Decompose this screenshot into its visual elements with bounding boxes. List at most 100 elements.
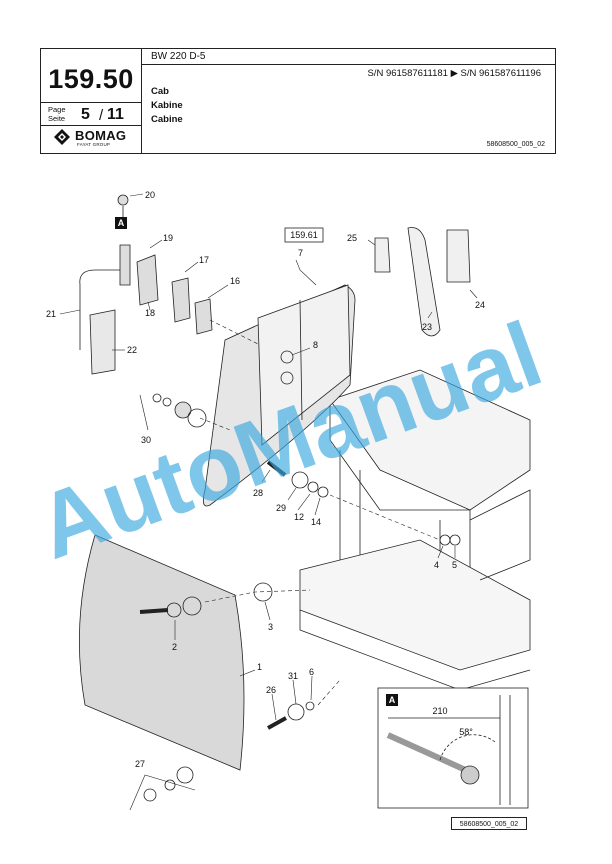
- doc-reference: 58608500_005_02: [486, 141, 545, 148]
- door-frame-bar: [299, 299, 303, 421]
- callout-4: 4: [434, 560, 439, 570]
- callout-numbers: 20 19 17 16 21 18 22 7 25 23 24 8 30 28 …: [46, 190, 485, 769]
- callout-25: 25: [347, 233, 357, 243]
- bolt-20: [117, 194, 129, 206]
- cap-14: [317, 486, 329, 498]
- washer-4: [439, 534, 451, 546]
- ref-box-label: 159.61: [290, 230, 318, 240]
- detail-post: [499, 695, 511, 805]
- header-divider-left-2: [41, 125, 141, 126]
- section-titles: Cab Kabine Cabine: [151, 85, 183, 127]
- plate-17: [171, 277, 191, 323]
- part-27b: [164, 779, 176, 791]
- callout-20: 20: [145, 190, 155, 200]
- stud-28: [266, 460, 287, 477]
- page-number: 159.50: [48, 64, 134, 94]
- callout-28: 28: [253, 488, 263, 498]
- title-en: Cab: [151, 86, 169, 97]
- spacer-12: [307, 481, 319, 493]
- callout-16: 16: [230, 276, 240, 286]
- callout-29: 29: [276, 503, 286, 513]
- hinge-block: [119, 244, 131, 286]
- callout-31: 31: [288, 671, 298, 681]
- cab-roof-edge: [329, 400, 470, 511]
- page-label-en: Page: [48, 105, 66, 114]
- callout-26: 26: [266, 685, 276, 695]
- page-label: Page Seite: [48, 105, 66, 123]
- callout-2: 2: [172, 642, 177, 652]
- callout-12: 12: [294, 512, 304, 522]
- callout-8: 8: [313, 340, 318, 350]
- brand-name: BOMAG: [75, 128, 127, 143]
- bottle-25: [374, 237, 391, 273]
- cap-6: [305, 701, 315, 711]
- grommet-upper: [280, 350, 294, 364]
- detail-hinge: [460, 765, 480, 785]
- nut-5: [449, 534, 461, 546]
- header-block: 159.50 Page Seite 5 / 11 BOMAG FAYAT GRO…: [40, 48, 556, 154]
- cab-roof: [329, 369, 531, 511]
- nut-30: [174, 401, 192, 419]
- bottle-24: [446, 229, 471, 283]
- part-27c: [176, 766, 194, 784]
- title-de: Kabine: [151, 100, 183, 111]
- callout-21: 21: [46, 309, 56, 319]
- washer-30a: [152, 393, 162, 403]
- callout-6: 6: [309, 667, 314, 677]
- callout-7: 7: [298, 248, 303, 258]
- callout-27: 27: [135, 759, 145, 769]
- callout-24: 24: [475, 300, 485, 310]
- frame-posts: [339, 450, 471, 640]
- serial-range: S/N 961587611181 ▶ S/N 961587611196: [367, 68, 541, 79]
- title-fr: Cabine: [151, 114, 183, 125]
- washer-2b: [182, 596, 202, 616]
- callout-14: 14: [311, 517, 321, 527]
- page-separator: /: [99, 107, 104, 124]
- callout-leaders: [59, 193, 478, 811]
- ref-box: [284, 227, 324, 243]
- callout-30: 30: [141, 435, 151, 445]
- model-name: BW 220 D-5: [151, 51, 206, 62]
- bolt-2: [139, 608, 169, 614]
- part-27a: [143, 788, 157, 802]
- header-divider-vertical: [141, 49, 142, 153]
- grommet-lower: [280, 371, 294, 385]
- front-panel: [78, 534, 245, 771]
- figure-reference: 58608500_005_02: [451, 817, 527, 830]
- page-current: 5: [81, 106, 90, 123]
- page-total: 11: [107, 106, 124, 123]
- detail-marker-top: [115, 217, 127, 229]
- frame-base-edge: [299, 610, 531, 691]
- cover-22: [89, 309, 116, 375]
- detail-dimension: 210: [432, 706, 447, 716]
- bomag-diamond-icon: [54, 129, 70, 145]
- header-divider-left-1: [41, 102, 141, 103]
- brand-sub: FAYAT GROUP: [77, 142, 111, 147]
- plate-16: [194, 298, 213, 335]
- washer-30b: [162, 397, 172, 407]
- callout-23: 23: [422, 322, 432, 332]
- brand-logo: BOMAG FAYAT GROUP: [53, 128, 133, 150]
- frame-panel: [469, 489, 531, 581]
- detail-marker-top-label: A: [118, 218, 125, 228]
- callout-1: 1: [257, 662, 262, 672]
- detail-marker-box: [386, 694, 398, 706]
- washer-29: [291, 471, 309, 489]
- callout-3: 3: [268, 622, 273, 632]
- detail-rod: [386, 732, 472, 775]
- washer-2a: [166, 602, 182, 618]
- washer-30c: [187, 408, 207, 428]
- header-divider-top: [141, 64, 555, 65]
- callout-17: 17: [199, 255, 209, 265]
- washer-31: [287, 703, 305, 721]
- tube-23: [407, 227, 441, 337]
- rod-21: [79, 269, 120, 286]
- assembly-leaders: [199, 319, 441, 706]
- detail-box: [377, 687, 529, 809]
- callout-22: 22: [127, 345, 137, 355]
- callout-19: 19: [163, 233, 173, 243]
- hinge-plate: [136, 254, 159, 306]
- callout-18: 18: [145, 308, 155, 318]
- frame-base: [299, 539, 531, 671]
